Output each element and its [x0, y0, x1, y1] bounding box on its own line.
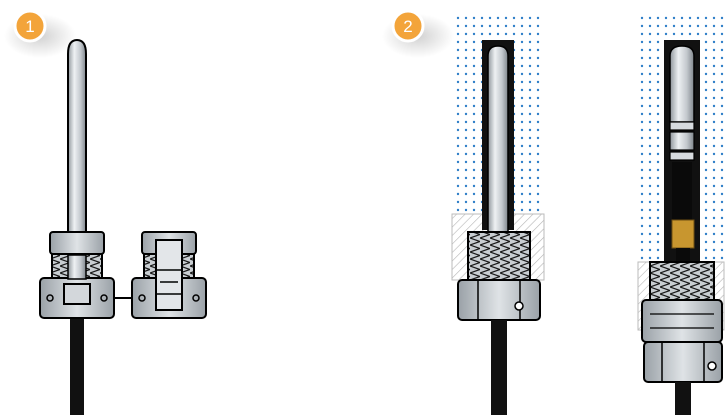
- step-1-sensor-probe: [67, 38, 87, 415]
- step-1-separate-fitting: [114, 231, 207, 319]
- step-1-badge: 1: [4, 9, 76, 58]
- step-1-compression-fitting: [39, 231, 115, 319]
- step-2-number: 2: [403, 17, 412, 36]
- step-2-probe-cutaway: [641, 40, 723, 415]
- step-2-probe-installed: [457, 40, 541, 415]
- step-1-number: 1: [25, 17, 34, 36]
- step-2-badge: 2: [382, 9, 454, 58]
